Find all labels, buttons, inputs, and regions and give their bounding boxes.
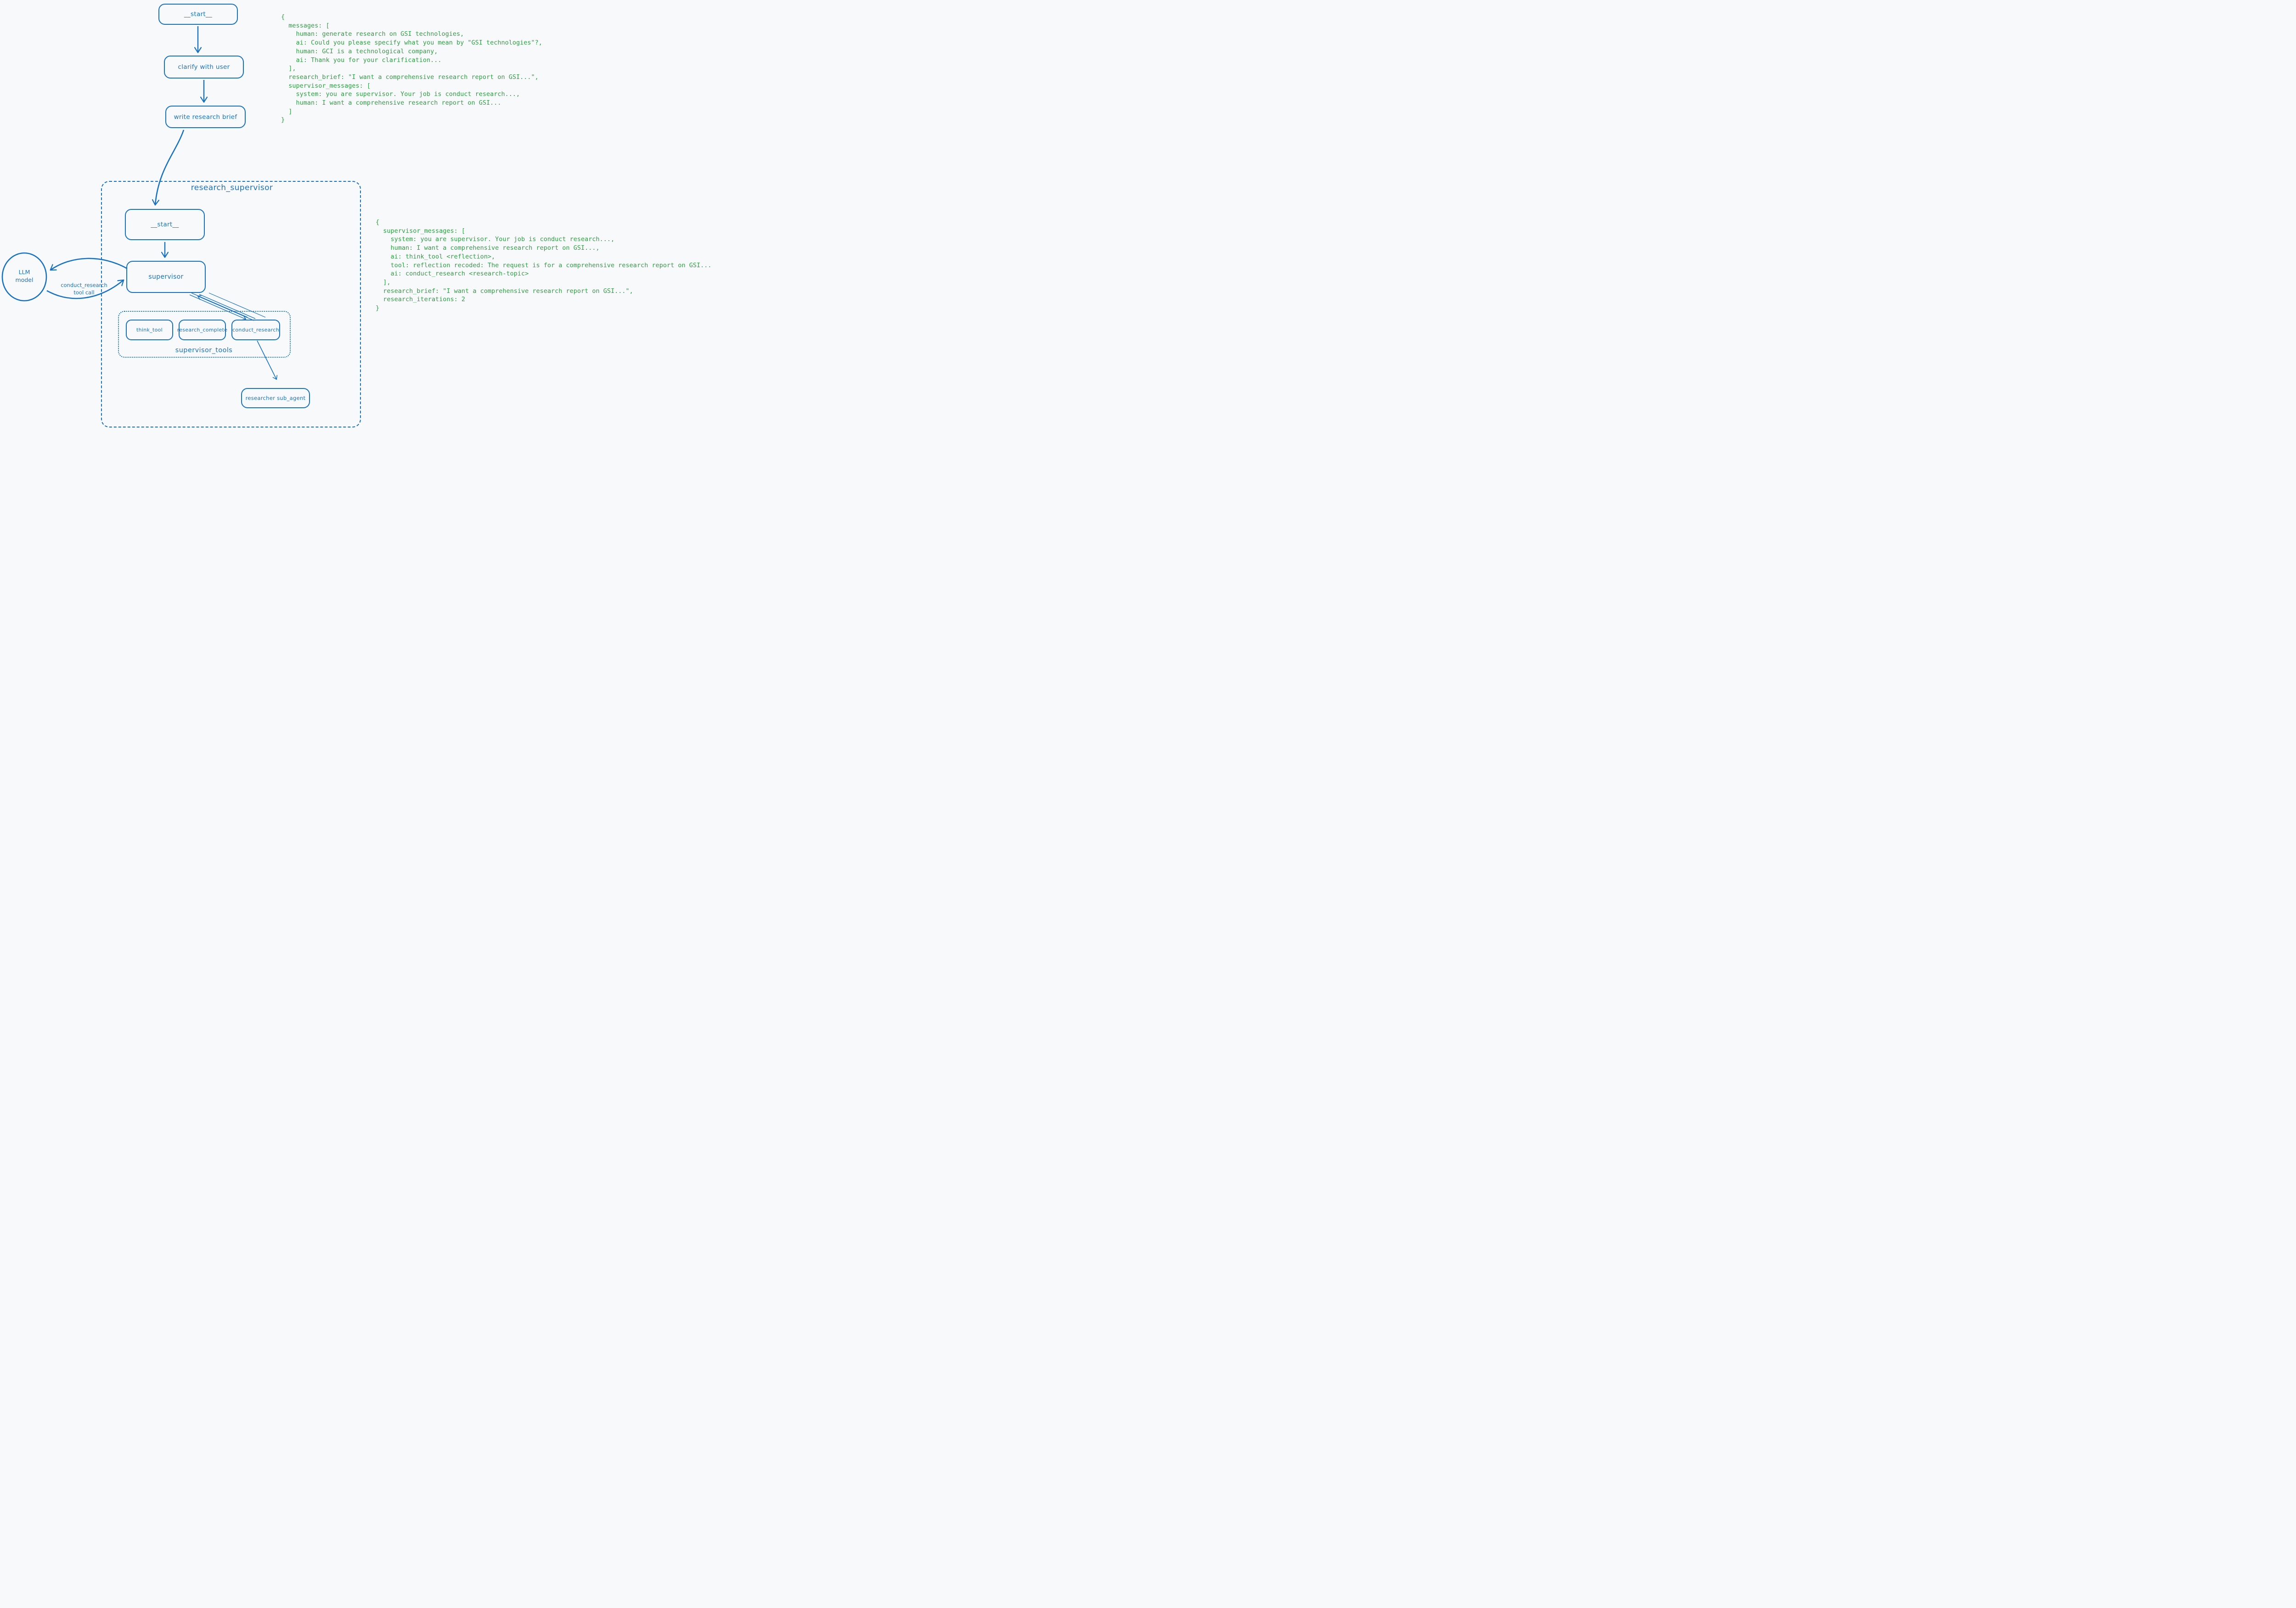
code-line: ] [281,107,293,115]
state-snapshot-2: { supervisor_messages: [ system: you are… [376,218,712,313]
node-research-complete: research_complete [177,320,228,340]
llm-model-label-line1: LLM [18,269,30,275]
tool-call-edge-label-line1: conduct_research [61,282,107,288]
code-line: ai: think_tool <reflection>, [376,253,495,260]
llm-model-node: LLM model [6,269,43,284]
code-line: ai: conduct_research <research-topic> [376,270,529,278]
code-line: human: generate research on GSI technolo… [281,30,464,38]
code-line: supervisor_messages: [ [376,227,466,235]
code-line: supervisor_messages: [ [281,82,371,90]
node-start-outer: __start__ [158,4,238,25]
code-line: human: I want a comprehensive research r… [376,244,600,252]
node-think-tool-label: think_tool [136,327,163,333]
code-line: { [376,219,380,226]
tool-call-edge-label: conduct_research tool call [52,282,116,296]
group-research-supervisor [101,181,361,427]
node-start-inner: __start__ [125,209,205,240]
node-researcher-sub-agent-label: researcher sub_agent [245,395,306,401]
node-start-outer-label: __start__ [184,11,213,18]
code-line: ], [376,278,391,286]
code-line: } [281,116,285,124]
node-conduct-research-label: conduct_research [232,327,279,333]
code-line: human: I want a comprehensive research r… [281,99,501,107]
code-line: ], [281,65,296,73]
code-line: messages: [ [281,22,330,29]
code-line: research_brief: "I want a comprehensive … [376,287,633,295]
group-research-supervisor-title: research_supervisor [191,183,273,192]
code-line: system: you are supervisor. Your job is … [281,90,520,98]
node-conduct-research: conduct_research [231,320,280,340]
tool-call-edge-label-line2: tool call [73,289,95,296]
code-line: research_iterations: 2 [376,296,466,304]
state-snapshot-1: { messages: [ human: generate research o… [281,13,542,124]
node-start-inner-label: __start__ [151,221,179,228]
code-line: { [281,13,285,21]
group-supervisor-tools-title: supervisor_tools [175,347,233,354]
node-supervisor-label: supervisor [148,273,184,281]
node-write-research-brief: write research brief [165,106,246,128]
node-clarify-label: clarify with user [178,63,230,71]
code-line: system: you are supervisor. Your job is … [376,236,615,243]
code-line: research_brief: "I want a comprehensive … [281,73,539,81]
code-line: human: GCI is a technological company, [281,47,438,55]
node-think-tool: think_tool [126,320,173,340]
code-line: ai: Thank you for your clarification... [281,56,442,64]
group-supervisor-tools [118,311,291,358]
llm-model-label-line2: model [15,276,34,283]
node-researcher-sub-agent: researcher sub_agent [241,388,310,408]
code-line: ai: Could you please specify what you me… [281,39,542,47]
diagram-canvas: __start__ clarify with user write resear… [0,0,720,430]
node-clarify-with-user: clarify with user [164,56,244,79]
node-write-brief-label: write research brief [174,113,237,121]
node-supervisor: supervisor [126,261,206,293]
node-research-complete-label: research_complete [177,327,228,333]
code-line: } [376,304,380,312]
code-line: tool: reflection recoded: The request is… [376,261,712,269]
